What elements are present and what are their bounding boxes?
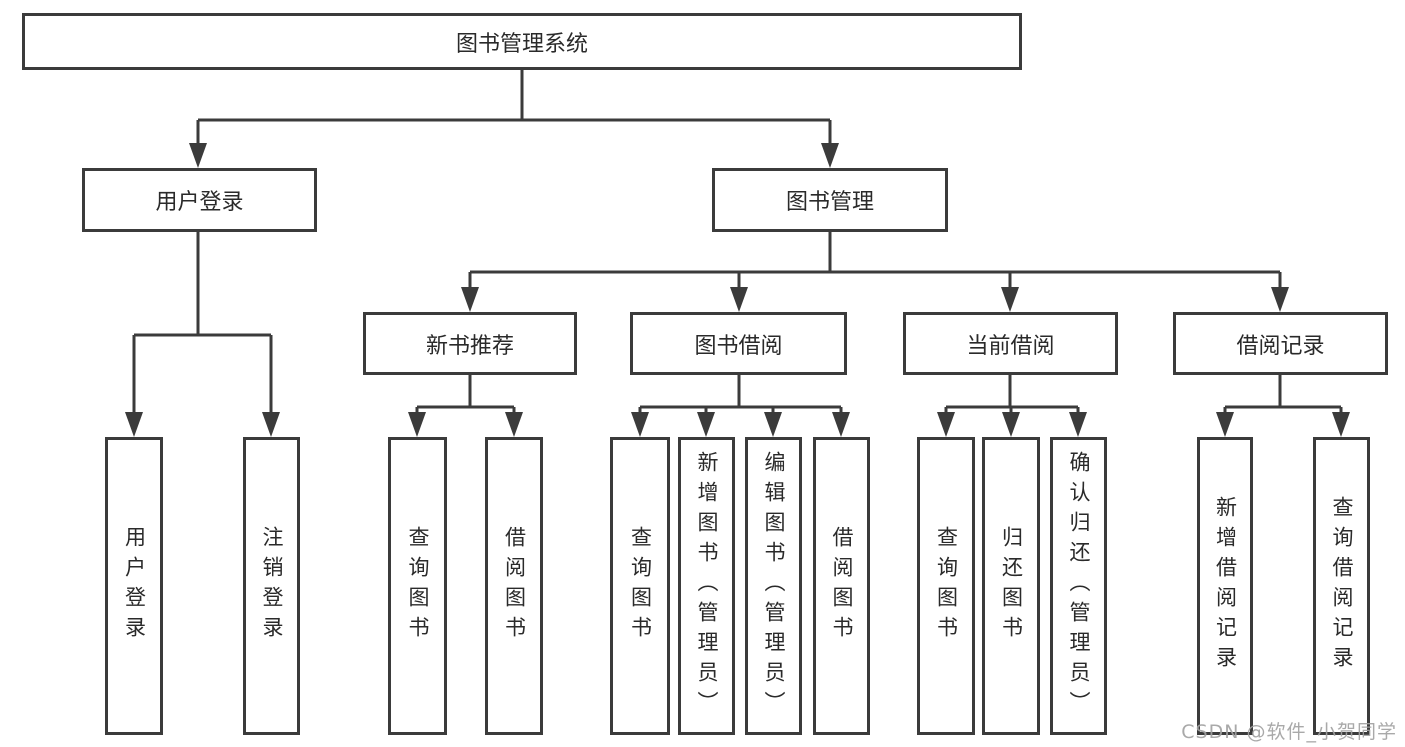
arrow-down-icon [1069, 412, 1087, 437]
leaf-label: 用户登录 [122, 526, 147, 646]
leaf-return-books: 归还图书 [982, 437, 1040, 735]
leaf-label: 新增图书（管理员） [695, 451, 719, 721]
leaf-add-borrow-record: 新增借阅记录 [1197, 437, 1253, 735]
arrow-down-icon [189, 143, 207, 168]
node-label: 图书管理系统 [455, 31, 588, 57]
arrow-down-icon [1271, 287, 1289, 312]
leaf-label: 查询图书 [934, 526, 959, 646]
leaf-query-books-recommend: 查询图书 [388, 437, 447, 735]
arrow-down-icon [697, 412, 715, 437]
node-book-management: 图书管理 [712, 168, 948, 232]
leaf-confirm-return-admin: 确认归还（管理员） [1050, 437, 1107, 735]
node-root-system: 图书管理系统 [22, 13, 1022, 70]
node-borrow-records: 借阅记录 [1173, 312, 1388, 375]
arrow-down-icon [1216, 412, 1234, 437]
leaf-label: 注销登录 [260, 526, 284, 646]
leaf-label: 查询图书 [628, 526, 653, 646]
node-label: 图书借阅 [694, 333, 783, 359]
arrow-down-icon [631, 412, 649, 437]
leaf-label: 查询借阅记录 [1330, 496, 1354, 676]
node-current-borrow: 当前借阅 [903, 312, 1118, 375]
leaf-user-login: 用户登录 [105, 437, 163, 735]
node-label: 用户登录 [155, 190, 244, 215]
leaf-add-books-admin: 新增图书（管理员） [678, 437, 735, 735]
arrow-down-icon [262, 412, 280, 437]
arrow-down-icon [408, 412, 426, 437]
arrow-down-icon [764, 412, 782, 437]
leaf-logout: 注销登录 [243, 437, 300, 735]
arrow-down-icon [1001, 287, 1019, 312]
arrow-down-icon [461, 287, 479, 312]
arrow-down-icon [832, 412, 850, 437]
leaf-label: 查询图书 [406, 526, 430, 646]
leaf-label: 新增借阅记录 [1213, 496, 1238, 676]
leaf-query-borrow-record: 查询借阅记录 [1313, 437, 1370, 735]
node-label: 当前借阅 [966, 333, 1055, 359]
arrow-down-icon [505, 412, 523, 437]
csdn-watermark: CSDN @软件_小贺同学 [1181, 721, 1397, 743]
leaf-label: 编辑图书（管理员） [762, 451, 786, 721]
node-new-book-recommend: 新书推荐 [363, 312, 577, 375]
arrow-down-icon [125, 412, 143, 437]
leaf-query-books-borrow: 查询图书 [610, 437, 670, 735]
arrow-down-icon [730, 287, 748, 312]
arrow-down-icon [937, 412, 955, 437]
node-user-login: 用户登录 [82, 168, 317, 232]
leaf-borrow-books-recommend: 借阅图书 [485, 437, 543, 735]
node-label: 图书管理 [785, 190, 874, 215]
leaf-query-books-current: 查询图书 [917, 437, 975, 735]
leaf-label: 确认归还（管理员） [1067, 451, 1091, 721]
leaf-borrow-books: 借阅图书 [813, 437, 870, 735]
arrow-down-icon [1002, 412, 1020, 437]
leaf-edit-books-admin: 编辑图书（管理员） [745, 437, 802, 735]
leaf-label: 借阅图书 [830, 526, 854, 646]
node-label: 借阅记录 [1236, 333, 1325, 359]
leaf-label: 归还图书 [999, 526, 1024, 646]
node-book-borrow: 图书借阅 [630, 312, 847, 375]
arrow-down-icon [1332, 412, 1350, 437]
leaf-label: 借阅图书 [502, 526, 527, 646]
node-label: 新书推荐 [425, 333, 514, 359]
arrow-down-icon [821, 143, 839, 168]
